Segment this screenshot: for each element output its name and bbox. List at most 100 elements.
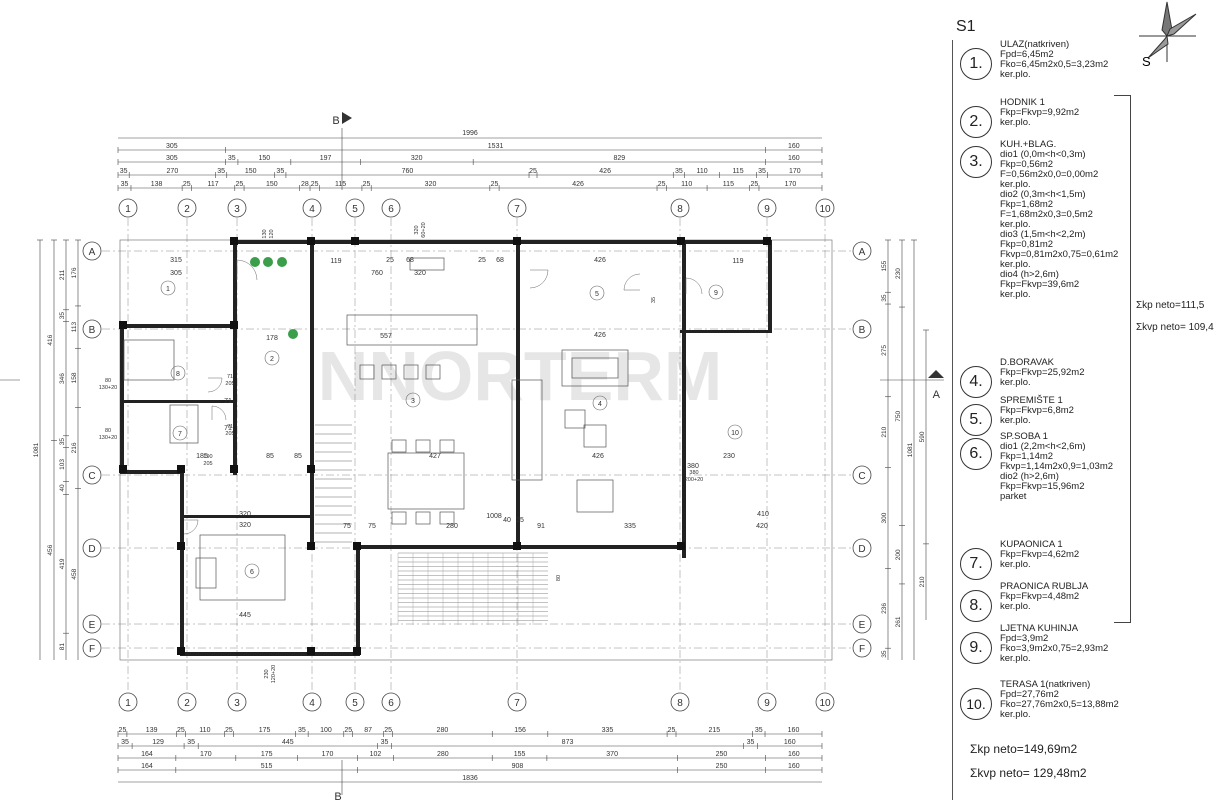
dim-bottom-row1-value: 25: [668, 727, 676, 734]
room-dimension: 426: [594, 257, 606, 264]
grid-column-bubble: [345, 692, 365, 712]
dim-bottom-row2-value: 35: [121, 739, 129, 746]
dim-bottom-row2-value: 445: [282, 739, 294, 746]
room-line: ker.plo.: [1000, 69, 1031, 80]
room-line: ULAZ(natkriven): [1000, 39, 1070, 50]
room-dimension: 25: [386, 257, 394, 264]
room-line: Fkp=1,14m2: [1000, 451, 1054, 462]
sofa: [561, 349, 629, 387]
dim-bottom-row3-value: 170: [200, 751, 212, 758]
dim-left-col3-value: 35: [59, 438, 66, 446]
room-dimension: 305: [170, 270, 182, 277]
dim-bottom-row3-value: 170: [322, 751, 334, 758]
room-dimension: 380: [687, 463, 699, 470]
room-number-label: 7: [178, 431, 182, 438]
dim-top-row3-value: 160: [788, 155, 800, 162]
grid-row-label: E: [859, 620, 866, 631]
grid-row-label: F: [89, 644, 95, 655]
room-number-badge: 5.: [960, 404, 992, 436]
room-dimension: 315: [170, 257, 182, 264]
grid-column-bubble: [757, 198, 777, 218]
room-line: ker.plo.: [1000, 653, 1031, 664]
dim-top-row3-value: 197: [320, 155, 332, 162]
dim-bottom-row1-value: 160: [788, 727, 800, 734]
dim-top-row5-value: 117: [208, 181, 219, 188]
room-dimension: 68: [496, 257, 504, 264]
room-number-marker: [727, 424, 743, 440]
room-number-badge: 10.: [960, 688, 992, 720]
grid-column-label: 2: [184, 204, 190, 215]
room-number-marker: [160, 280, 176, 296]
bar-stool: [425, 364, 441, 380]
dim-bottom-row1-value: 139: [146, 727, 158, 734]
bar-stool: [359, 364, 375, 380]
room-dimension: 320: [239, 511, 251, 518]
room-line: Fkp=Fkvp=9,92m2: [1000, 107, 1080, 118]
dim-bottom-row2-value: 160: [784, 739, 796, 746]
room-line: Fkp=Fkvp=25,92m2: [1000, 367, 1085, 378]
room-line: LJETNA KUHINJA: [1000, 623, 1079, 634]
total-kvp: Σkvp neto= 129,48m2: [970, 766, 1087, 780]
grid-column-bubble: [227, 692, 247, 712]
room-dimension: 119: [330, 258, 341, 265]
structural-column: [230, 321, 238, 329]
window-code: 205: [225, 381, 234, 387]
dim-right-col1-value: 35: [881, 650, 888, 658]
structural-column: [677, 237, 685, 245]
dim-top-row4-value: 150: [245, 168, 257, 175]
room-dimension: 25: [516, 517, 524, 524]
grid-column-bubble: [507, 198, 527, 218]
room-line: ker.plo.: [1000, 601, 1031, 612]
wall-segment: [180, 470, 184, 656]
grid-row-bubble: [82, 241, 102, 261]
room-line: Fkvp=0,81m2x0,75=0,61m2: [1000, 249, 1119, 260]
tv-unit: [511, 379, 543, 481]
wall-segment: [682, 240, 686, 558]
window-code: 205: [225, 431, 234, 437]
door-swing: [530, 269, 549, 289]
room-number-label: 1: [166, 286, 170, 293]
window-code: 380: [689, 470, 698, 476]
dim-left-col3-value: 211: [59, 269, 66, 280]
structural-column: [353, 647, 361, 655]
room-dimension: 335: [624, 523, 636, 530]
wall-segment: [680, 240, 770, 244]
wall-segment: [180, 515, 310, 518]
room-number-badge: 2.: [960, 106, 992, 138]
dim-bottom-row3-value: 175: [261, 751, 273, 758]
window-code: 60+20: [421, 222, 427, 237]
window-code: 80: [105, 378, 111, 384]
dim-top-row5-value: 25: [236, 181, 244, 188]
dim-right-col1-value: 35: [881, 294, 888, 302]
dim-bottom-total-value: 1836: [462, 775, 478, 782]
dim-right-total-value: 1081: [907, 442, 914, 457]
dim-bottom-row2-value: 35: [381, 739, 389, 746]
wall-segment: [124, 400, 234, 403]
grid-column-bubble: [670, 692, 690, 712]
grid-row-bubble: [852, 319, 872, 339]
dining-chair: [439, 511, 455, 525]
grid-column-label: 1: [125, 698, 131, 709]
room-dimension: 557: [380, 333, 392, 340]
dim-left-col3-value: 35: [59, 312, 66, 320]
grid-column-label: 9: [764, 204, 770, 215]
dim-bottom-row1-value: 175: [259, 727, 271, 734]
room-line: Fpd=6,45m2: [1000, 49, 1054, 60]
window-code: 230: [264, 669, 270, 678]
dim-top-row2-value: 160: [788, 143, 800, 150]
grid-column-label: 4: [309, 698, 315, 709]
grid-column-bubble: [302, 198, 322, 218]
grid-row-bubble: [82, 614, 102, 634]
dim-bottom-row4-value: 515: [261, 763, 273, 770]
legend-panel: [952, 40, 1191, 800]
grid-row-bubble: [852, 614, 872, 634]
grid-column-bubble: [815, 198, 835, 218]
grid-column-bubble: [118, 198, 138, 218]
structural-column: [353, 542, 361, 550]
window-code: 130+20: [99, 435, 118, 441]
grid-row-label: E: [89, 620, 96, 631]
room-number-label: 10: [731, 430, 739, 437]
dim-right-col2-value: 750: [895, 411, 902, 422]
grid-column-label: 7: [514, 204, 520, 215]
compass-label: S: [1142, 54, 1151, 69]
